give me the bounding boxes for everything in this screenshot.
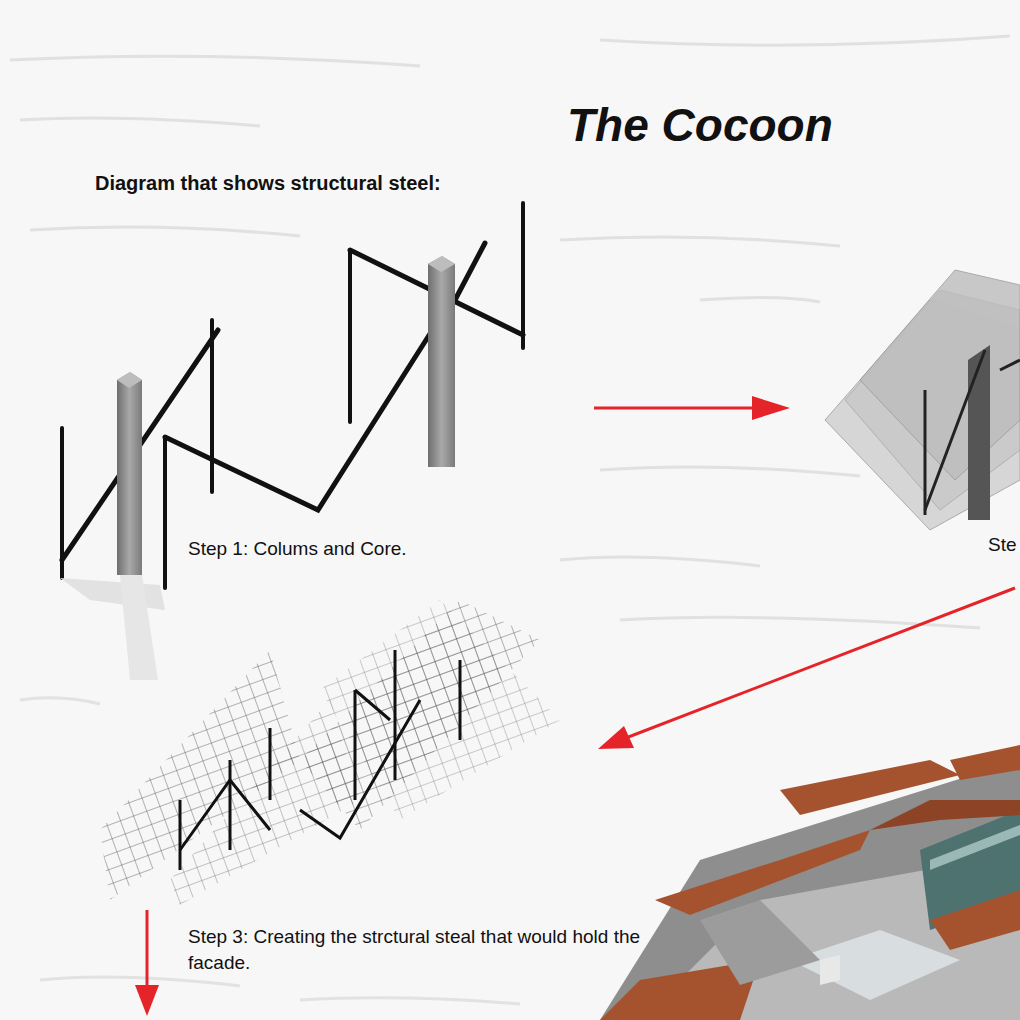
step1-steel (62, 203, 523, 588)
step-caption: Step 1: Colums and Core. (188, 538, 407, 560)
paper-texture-part (560, 557, 760, 566)
step1-cores-part (120, 575, 158, 680)
paper-texture-part (600, 36, 1010, 45)
step3-steel-grid-part-part (300, 700, 420, 838)
building-render-part (700, 900, 820, 985)
step2-slabs-part (968, 345, 990, 520)
red-arrows-part (146, 910, 149, 995)
paper-texture-part (20, 118, 260, 126)
building-render-part (820, 955, 840, 985)
step1-steel-part (348, 250, 352, 422)
step3-steel-grid-part (320, 600, 560, 820)
step3-steel-grid-part-part (179, 800, 182, 870)
building-render-part (950, 745, 1020, 780)
step3-steel-grid-part-part (394, 650, 397, 780)
step1-steel-part (165, 318, 440, 510)
step1-steel-part (455, 243, 485, 300)
step1-steel-part (163, 437, 167, 588)
step3-steel-grid-part-part (355, 690, 390, 720)
step-caption: Ste (988, 534, 1017, 556)
step1-cores-part (428, 256, 455, 467)
paper-texture-part (560, 237, 840, 246)
step2-slabs (825, 270, 1020, 530)
step1-cores-part (60, 578, 165, 610)
building-render-part (930, 890, 1020, 950)
step3-steel-grid-part-part (459, 660, 462, 740)
red-arrows-part (594, 407, 770, 410)
building-render-part (790, 930, 960, 1000)
paper-texture-part (10, 56, 420, 66)
building-render-part (870, 800, 1020, 830)
step2-slabs-part (1000, 360, 1020, 370)
paper-texture-part (700, 297, 820, 302)
board-title: The Cocoon (567, 98, 833, 152)
paper-texture-part (600, 467, 860, 476)
red-arrows-part (618, 588, 1015, 741)
paper-texture-part (40, 977, 240, 986)
building-render-part (600, 760, 1020, 1020)
building-render (600, 745, 1020, 1020)
step1-cores-part (428, 256, 455, 272)
step3-steel-grid-part (180, 650, 460, 870)
red-arrows-part (598, 726, 634, 749)
step2-slabs-part (924, 390, 927, 515)
red-arrows-part (752, 396, 790, 420)
red-arrows-part (135, 985, 159, 1016)
step2-slabs-part (860, 270, 1020, 480)
step3-steel-grid-part-part (269, 728, 272, 800)
step3-steel-grid-part-part (354, 690, 357, 800)
step1-cores (60, 256, 455, 680)
building-render-part (930, 825, 1020, 870)
red-arrows (135, 396, 1015, 1016)
step1-cores-part (117, 372, 142, 388)
diagram-heading: Diagram that shows structural steel: (95, 172, 441, 195)
step-caption: Step 3: Creating the strctural steal tha… (188, 924, 658, 976)
step3-steel-grid-part-part (180, 780, 270, 850)
step1-steel-part (210, 320, 214, 492)
step3-steel-grid-part-part (229, 760, 232, 850)
step2-slabs-part (925, 350, 985, 510)
step1-cores-part (117, 372, 142, 575)
paper-texture-part (20, 698, 100, 704)
step3-steel-grid (100, 600, 560, 905)
paper-texture-part (30, 227, 300, 236)
step1-steel-part (521, 203, 525, 348)
paper-texture-part (300, 998, 520, 1004)
building-render-part (655, 830, 870, 915)
